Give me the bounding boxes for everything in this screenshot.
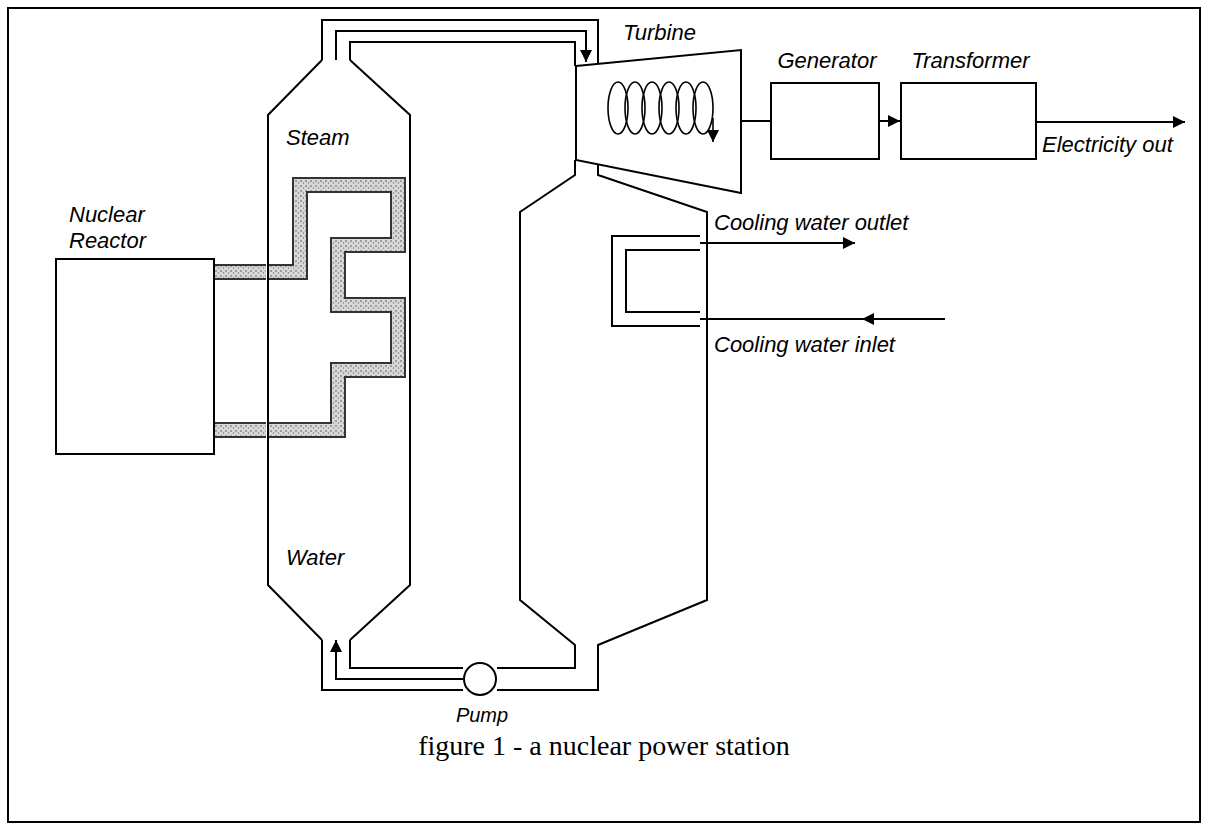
flow-connector (880, 121, 900, 122)
coolant-pipe-connector (215, 272, 266, 273)
turbine-shape: Turbine (575, 48, 742, 195)
coolant-pipe-connector (215, 430, 266, 431)
cooling-water-coil (612, 236, 945, 326)
inlet-arrow (862, 318, 945, 320)
node-label: Water (286, 545, 344, 571)
node-label: Turbine (623, 20, 696, 46)
figure-caption: figure 1 - a nuclear power station (0, 730, 1208, 762)
node-outline (575, 48, 742, 195)
flow-connector (742, 121, 770, 122)
condenser-wall (497, 165, 707, 690)
figure-frame (8, 8, 1200, 822)
flow-connector (336, 640, 463, 679)
feed-pipe-wall (322, 640, 463, 690)
reactor-box: Nuclear Reactor (55, 258, 215, 455)
annotation-label: Cooling water outlet (714, 210, 908, 236)
steam-generator-vessel: SteamWater (266, 60, 412, 640)
connector-line (880, 120, 900, 122)
pipe-fill (215, 424, 266, 436)
electricity-arrow (1037, 121, 1185, 123)
coil-loop (693, 82, 713, 134)
connector-line (336, 31, 586, 62)
node-label: Generator (777, 48, 876, 74)
cooling-pipe-wall (626, 250, 700, 312)
node-label: Transformer (911, 48, 1029, 74)
vessel-wall (350, 60, 410, 640)
condenser-wall (497, 160, 575, 668)
steam-pipe-wall (350, 42, 575, 66)
annotation-label: Cooling water inlet (714, 332, 895, 358)
coolant-coil (268, 185, 398, 430)
annotation-label: Electricity out (1042, 132, 1173, 158)
generator-box: Generator (770, 82, 880, 160)
node-label: Steam (286, 125, 350, 151)
pipe-wall (215, 422, 266, 438)
node-label: Nuclear Reactor (69, 202, 169, 254)
transformer-box: Transformer (900, 82, 1037, 160)
cooling-pipe-wall (612, 236, 700, 326)
pipe-wall (215, 264, 266, 280)
node-label: Pump (456, 702, 508, 728)
turbine-coil (608, 82, 713, 142)
flow-connector (336, 31, 586, 62)
coolant-coil-fill (268, 185, 398, 430)
inlet-line (700, 318, 870, 320)
outlet-arrow (700, 242, 855, 244)
connector-line (742, 120, 770, 122)
coil-arrow (712, 118, 714, 142)
pump-circle: Pump (463, 662, 497, 696)
connector-line (336, 640, 463, 679)
pipe-fill (215, 266, 266, 278)
turbine-casing (576, 50, 741, 193)
feed-pipe-wall (350, 640, 463, 668)
water-steam-pipes (322, 20, 707, 690)
